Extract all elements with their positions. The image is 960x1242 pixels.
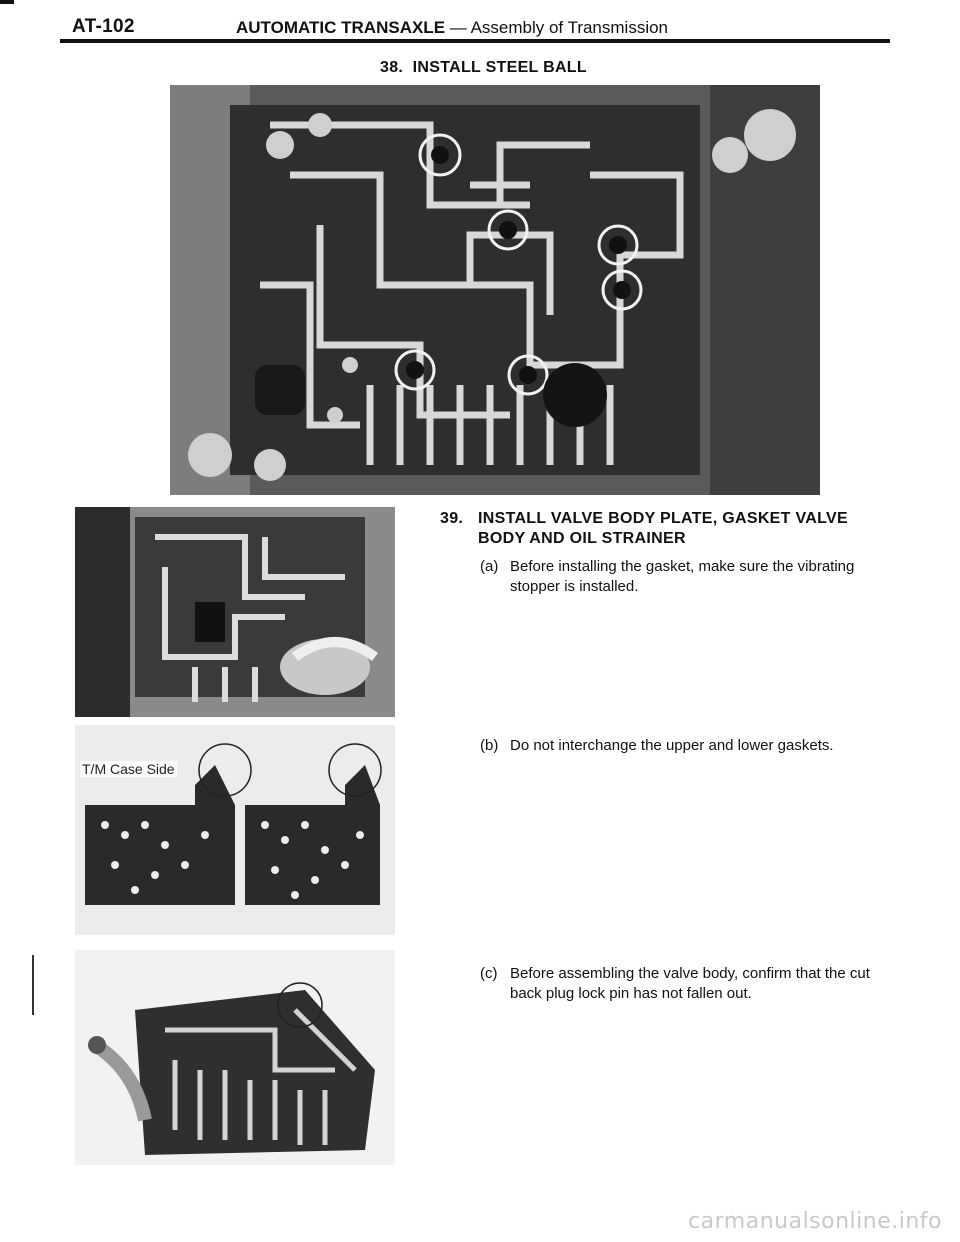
item-b-label: (b): [480, 737, 499, 754]
step-39-text: INSTALL VALVE BODY PLATE, GASKET VALVE B…: [478, 510, 848, 547]
gaskets-photo: T/M Case Side: [75, 725, 395, 935]
item-a-label: (a): [480, 558, 499, 575]
valve-body-assembly-photo: [75, 950, 395, 1165]
item-c-text: Before assembling the valve body, confir…: [510, 965, 870, 1002]
step-38-title: 38. INSTALL STEEL BALL: [380, 59, 587, 77]
item-c-label: (c): [480, 965, 498, 982]
item-b-text: Do not interchange the upper and lower g…: [510, 737, 834, 754]
header-title: AUTOMATIC TRANSAXLE — Assembly of Transm…: [236, 18, 668, 38]
step-38-text: INSTALL STEEL BALL: [412, 59, 587, 76]
step-39-number: 39.: [440, 510, 464, 527]
header-section: AUTOMATIC TRANSAXLE: [236, 18, 446, 37]
page-corner-mark: [0, 0, 14, 4]
page-header: AT-102 AUTOMATIC TRANSAXLE — Assembly of…: [60, 14, 890, 44]
item-a-text: Before installing the gasket, make sure …: [510, 558, 855, 595]
page-number: AT-102: [72, 16, 135, 37]
margin-mark: [32, 955, 34, 1015]
header-separator: —: [449, 18, 467, 37]
watermark: carmanualsonline.info: [688, 1209, 942, 1234]
header-subsection: Assembly of Transmission: [470, 18, 669, 37]
tm-case-side-label: T/M Case Side: [80, 761, 177, 777]
header-rule: [60, 39, 890, 43]
steel-ball-photo: [170, 85, 820, 495]
step-38-number: 38.: [380, 59, 404, 76]
vibrating-stopper-photo: [75, 507, 395, 717]
